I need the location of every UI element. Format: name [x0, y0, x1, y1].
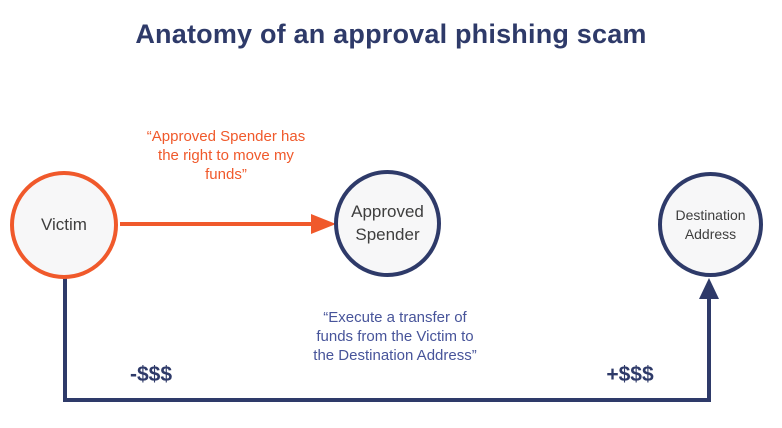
execute-quote-line-2: funds from the Victim to — [316, 328, 474, 345]
node-victim-label: Victim — [41, 214, 87, 234]
credit-amount-label: +$$$ — [606, 363, 654, 386]
node-approved-spender: Approved Spender — [334, 170, 441, 277]
node-destination-address-label: Destination Address — [675, 206, 746, 242]
approval-quote-line-2: the right to move my — [158, 147, 294, 164]
node-victim: Victim — [10, 171, 118, 279]
execute-quote: “Execute a transfer of funds from the Vi… — [275, 308, 515, 365]
transfer-arrow-head — [699, 278, 719, 299]
page-title: Anatomy of an approval phishing scam — [135, 19, 647, 49]
transfer-path-line — [63, 277, 711, 402]
transfer-path — [63, 277, 719, 402]
approval-arrow-head — [311, 214, 336, 234]
debit-amount-label: -$$$ — [129, 363, 173, 386]
approval-arrow — [120, 214, 336, 234]
node-approved-spender-label: Approved Spender — [351, 201, 424, 244]
approval-quote: “Approved Spender has the right to move … — [106, 127, 346, 184]
node-destination-address: Destination Address — [658, 172, 763, 277]
execute-quote-line-3: the Destination Address” — [313, 347, 477, 364]
execute-quote-line-1: “Execute a transfer of — [323, 309, 467, 326]
approval-quote-line-3: funds” — [205, 166, 247, 183]
approval-quote-line-1: “Approved Spender has — [146, 128, 306, 145]
